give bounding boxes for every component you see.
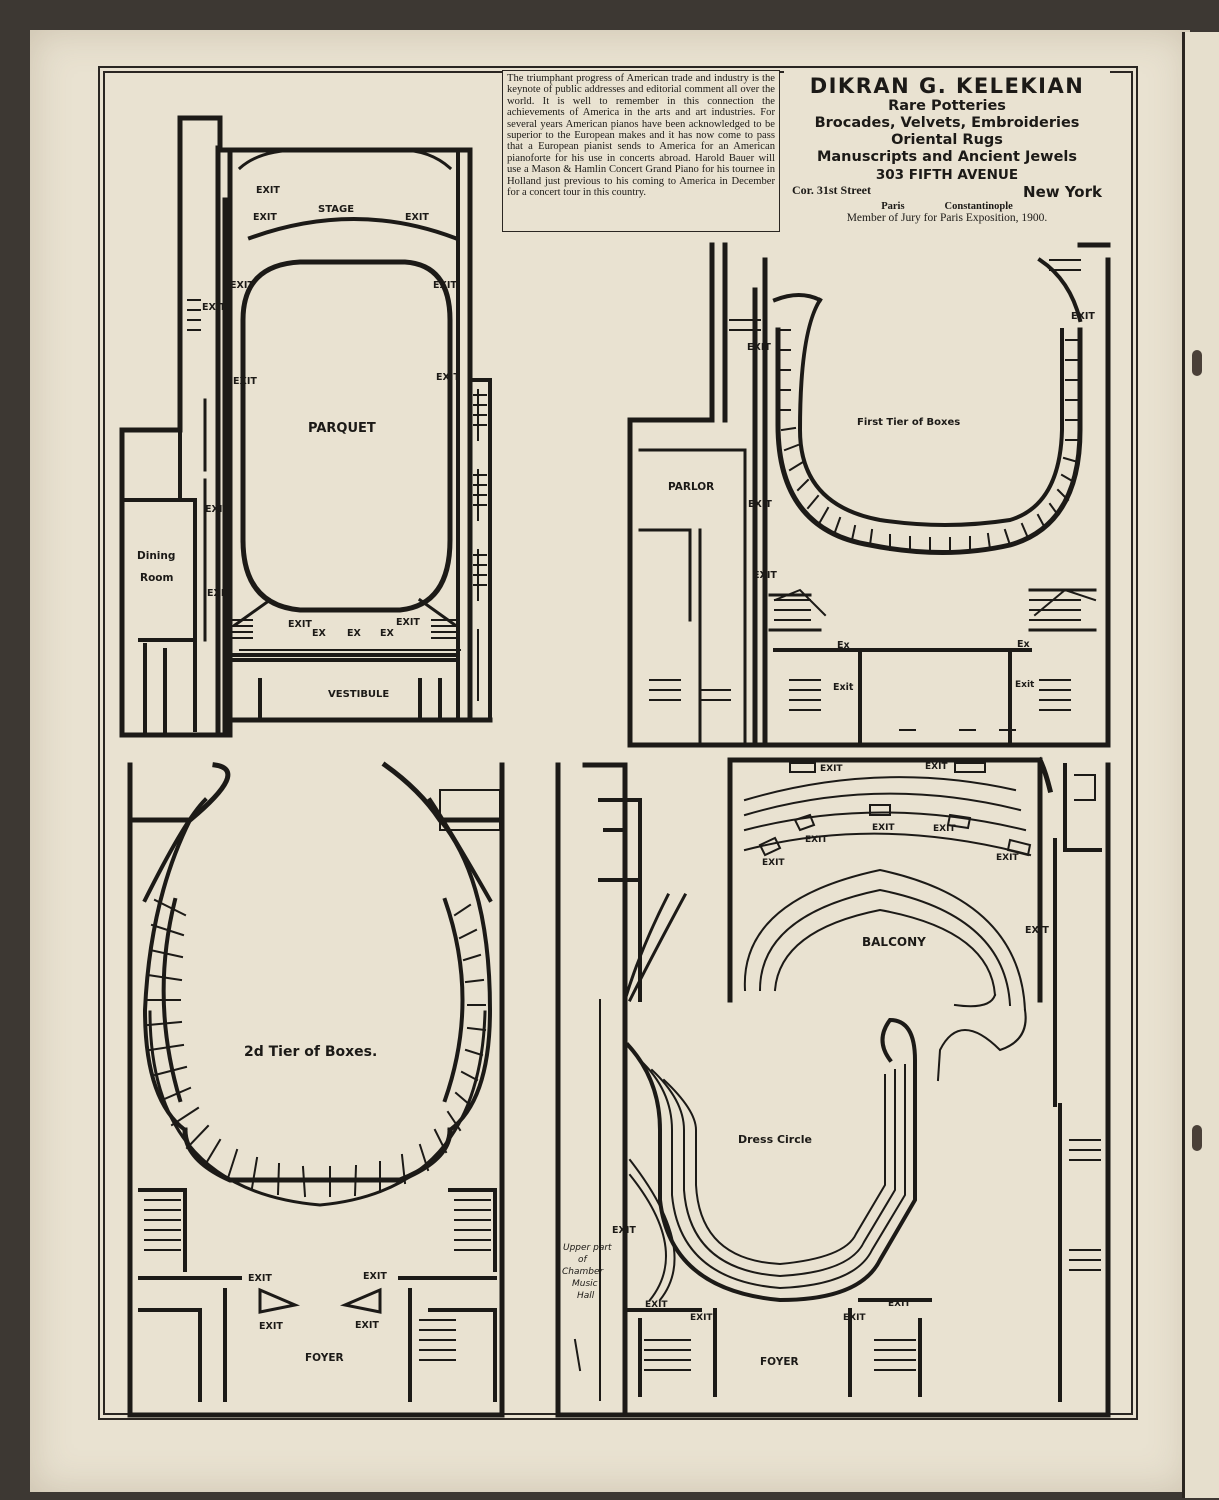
exit-label: EXIT bbox=[205, 504, 229, 515]
exit-label: EXIT bbox=[933, 824, 956, 834]
ad-line: Manuscripts and Ancient Jewels bbox=[816, 149, 1078, 165]
ad-line: Rare Potteries bbox=[888, 98, 1006, 114]
chamber-label-5: Hall bbox=[577, 1291, 595, 1301]
exit-label: EXIT bbox=[207, 588, 231, 599]
exit-label: EXIT bbox=[820, 764, 843, 774]
exit-label: EXIT bbox=[996, 853, 1019, 863]
vestibule-label: VESTIBULE bbox=[328, 689, 389, 700]
ad-jury: Member of Jury for Paris Exposition, 190… bbox=[846, 212, 1048, 224]
exit-label: EXIT bbox=[233, 376, 257, 387]
dining-label: Dining bbox=[137, 550, 175, 562]
piano-blurb: The triumphant progress of American trad… bbox=[502, 70, 780, 232]
foyer-label: FOYER bbox=[760, 1356, 799, 1368]
chamber-label-3: Chamber bbox=[562, 1267, 605, 1277]
exit-label: EXIT bbox=[355, 1320, 379, 1331]
ad-line: Oriental Rugs bbox=[891, 132, 1003, 148]
exit-label: EXIT bbox=[202, 302, 226, 313]
exit-label: EXIT bbox=[363, 1271, 387, 1282]
exit-label: EXIT bbox=[288, 619, 312, 630]
chamber-label-2: of bbox=[578, 1255, 589, 1265]
next-page-edge bbox=[1182, 32, 1219, 1498]
exit-label: EXIT bbox=[872, 823, 895, 833]
parquet-plan bbox=[119, 115, 493, 738]
exit-label: EXIT bbox=[843, 1313, 866, 1323]
ex-label: EX bbox=[380, 628, 394, 639]
chamber-label-4: Music bbox=[572, 1279, 598, 1289]
parlor-label: PARLOR bbox=[668, 481, 714, 493]
exit-label: EXIT bbox=[230, 280, 254, 291]
exit-label: EXIT bbox=[259, 1321, 283, 1332]
exit-label: EXIT bbox=[690, 1313, 713, 1323]
exit-label: EXIT bbox=[748, 499, 772, 510]
ex-label: Ex bbox=[1017, 639, 1030, 650]
ex-label: Ex bbox=[837, 640, 850, 651]
exit-label: EXIT bbox=[888, 1299, 911, 1309]
foyer-label: FOYER bbox=[305, 1352, 344, 1364]
ad-location-row: Cor. 31st Street New York bbox=[784, 183, 1110, 201]
exit-label: EXIT bbox=[396, 617, 420, 628]
balcony-label: BALCONY bbox=[862, 935, 926, 949]
exit-label: EXIT bbox=[1025, 925, 1049, 936]
exit-label: EXIT bbox=[405, 212, 429, 223]
exit-label: EXIT bbox=[253, 212, 277, 223]
ad-branches: Paris Constantinople bbox=[784, 201, 1110, 212]
parquet-label: PARQUET bbox=[308, 421, 376, 436]
first-tier-plan bbox=[627, 242, 1111, 748]
chamber-label-1: Upper part bbox=[563, 1243, 612, 1253]
exit-label: EXIT bbox=[256, 185, 280, 196]
exit-label: EXIT bbox=[753, 570, 777, 581]
ad-street: Cor. 31st Street bbox=[792, 183, 871, 197]
ex-label: EX bbox=[312, 628, 326, 639]
dress-circle-label: Dress Circle bbox=[738, 1133, 812, 1146]
first-tier-box-partitions bbox=[779, 329, 1081, 554]
ad-branch: Paris bbox=[881, 201, 905, 212]
exit-label: EXIT bbox=[248, 1273, 272, 1284]
exit-label: EXIT bbox=[805, 835, 828, 845]
exit-label: EXIT bbox=[747, 342, 771, 353]
exit-label: EXIT bbox=[925, 762, 948, 772]
exit-label: EXIT bbox=[436, 372, 460, 383]
exit-label: EXIT bbox=[433, 280, 457, 291]
exit-label: Exit bbox=[1015, 680, 1035, 690]
ad-branch: Constantinople bbox=[944, 201, 1013, 212]
ad-city: New York bbox=[1023, 183, 1102, 201]
ad-name: DIKRAN G. KELEKIAN bbox=[809, 74, 1085, 98]
exit-label: EXIT bbox=[762, 858, 785, 868]
ad-address: 303 FIFTH AVENUE bbox=[875, 167, 1019, 183]
exit-label: EXIT bbox=[1071, 311, 1095, 322]
first-tier-label: First Tier of Boxes bbox=[857, 417, 960, 428]
stage-label: STAGE bbox=[318, 204, 354, 215]
binding-hole bbox=[1192, 1125, 1202, 1151]
exit-label: EXIT bbox=[612, 1225, 636, 1236]
binding-hole bbox=[1192, 350, 1202, 376]
kelekian-advertisement: DIKRAN G. KELEKIAN Rare Potteries Brocad… bbox=[784, 70, 1110, 232]
second-tier-plan bbox=[127, 761, 505, 1418]
ex-label: EX bbox=[347, 628, 361, 639]
second-tier-label: 2d Tier of Boxes. bbox=[244, 1044, 377, 1060]
exit-label: EXIT bbox=[645, 1300, 668, 1310]
ad-line: Brocades, Velvets, Embroideries bbox=[814, 115, 1080, 131]
balcony-plan bbox=[555, 756, 1111, 1418]
exit-label: Exit bbox=[833, 682, 854, 693]
room-label: Room bbox=[140, 572, 174, 584]
